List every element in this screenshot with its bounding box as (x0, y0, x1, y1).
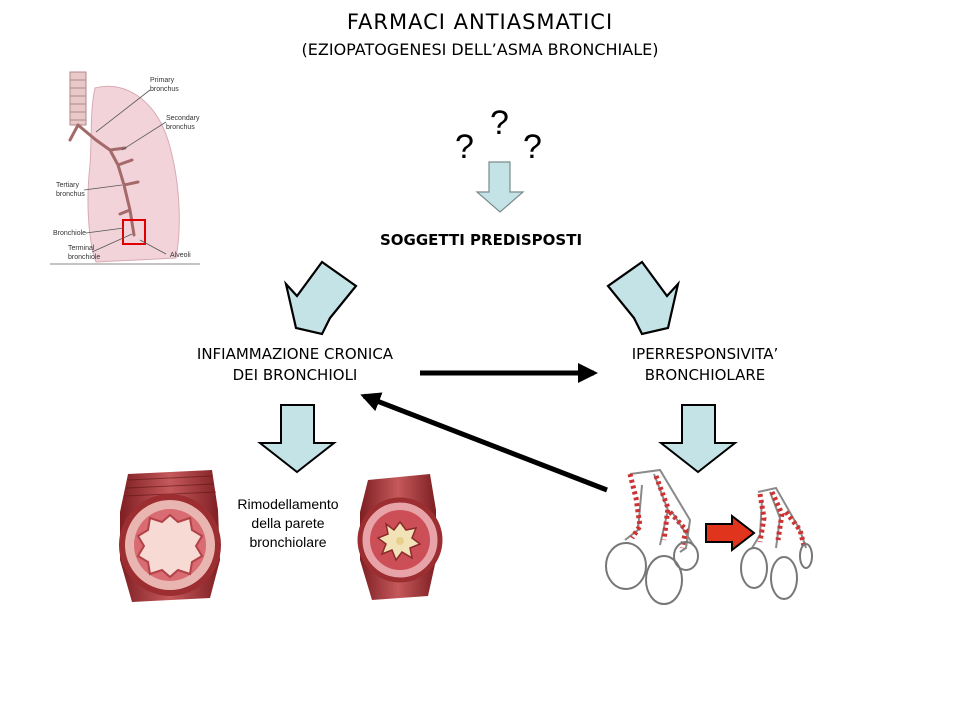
trachea-rings (70, 79, 86, 121)
small-red-arrow (705, 513, 756, 553)
label-tertiary-bronchus-1: Tertiary (56, 182, 79, 189)
constricted-bronchiole-wall-right (769, 490, 807, 547)
page-subtitle: (EZIOPATOGENESI DELL’ASMA BRONCHIALE) (301, 40, 659, 59)
page-title: FARMACI ANTIASMATICI (346, 10, 614, 34)
bronchiole-alveoli-constricted (740, 486, 813, 600)
open-alveolus (605, 542, 647, 590)
question-mark: ? (490, 104, 509, 142)
bronchus-folded-lumen (136, 513, 204, 579)
lung-silhouette (87, 85, 180, 263)
remodeling-label: Rimodellamento della parete bronchiolare (232, 495, 344, 552)
constricted-alveolus (740, 547, 768, 589)
predisposed-subjects-label: SOGGETTI PREDISPOSTI (380, 231, 583, 249)
arrow-diagonal-left (284, 260, 358, 336)
remodeled-mucus-dot (396, 537, 404, 545)
arrow-down-predisposed (475, 161, 525, 213)
question-mark: ? (455, 128, 474, 166)
chronic-inflammation-label: INFIAMMAZIONE CRONICA DEI BRONCHIOLI (150, 344, 440, 386)
question-mark: ? (523, 128, 542, 166)
hyperresponsiveness-line2: BRONCHIOLARE (644, 366, 766, 384)
chronic-inflammation-line1: INFIAMMAZIONE CRONICA (196, 345, 394, 363)
arrow-feedback-to-inflammation (360, 392, 608, 493)
hyperresponsiveness-label: IPERRESPONSIVITA’ BRONCHIOLARE (560, 344, 850, 386)
constricted-alveolus (770, 556, 798, 600)
open-bronchiole-wall-left (627, 473, 643, 540)
label-secondary-bronchus-1: Secondary (166, 115, 200, 122)
remodeling-line2: della parete (251, 515, 325, 531)
constricted-alveolus (799, 543, 813, 569)
lung-leader-lines (83, 89, 167, 255)
label-bronchiole: Bronchiole (53, 230, 86, 237)
arrow-down-inflammation (257, 404, 337, 474)
bronchiole-alveoli-open (605, 468, 699, 605)
arrow-diagonal-right (606, 260, 680, 336)
arrow-down-hyperresponsiveness (658, 404, 738, 474)
label-terminal-bronchiole-1: Terminal (68, 245, 95, 252)
constricted-bronchiole-wall-left (757, 493, 767, 543)
bronchus-cross-section-remodeled (357, 474, 443, 600)
label-alveoli: Alveoli (170, 252, 191, 259)
open-alveolus (645, 555, 683, 605)
open-alveolus (673, 541, 699, 571)
label-primary-bronchus-2: bronchus (150, 86, 179, 93)
bronchial-tree (68, 123, 140, 237)
label-tertiary-bronchus-2: bronchus (56, 191, 85, 198)
lung-labels: Primary bronchus Secondary bronchus Tert… (53, 77, 200, 261)
label-terminal-bronchiole-2: bronchiole (68, 254, 100, 261)
remodeling-line3: bronchiolare (249, 534, 327, 550)
highlight-box (122, 219, 146, 245)
label-secondary-bronchus-2: bronchus (166, 124, 195, 131)
bronchus-cross-section-normal (119, 470, 221, 602)
lung-anatomy-illustration: Primary bronchus Secondary bronchus Tert… (50, 71, 200, 265)
remodeling-line1: Rimodellamento (237, 496, 339, 512)
label-primary-bronchus-1: Primary (150, 77, 175, 84)
hyperresponsiveness-line1: IPERRESPONSIVITA’ (631, 345, 779, 363)
chronic-inflammation-line2: DEI BRONCHIOLI (232, 366, 358, 384)
